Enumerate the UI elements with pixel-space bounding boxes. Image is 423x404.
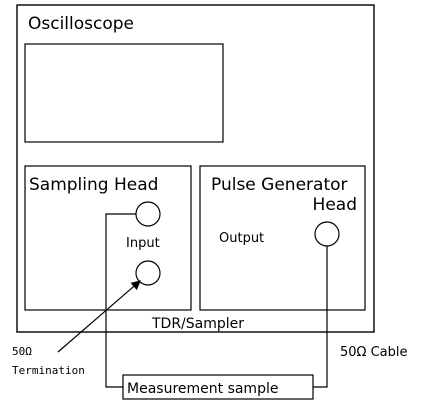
termination-label-line2: Termination — [12, 364, 85, 377]
tdr-sampler-label: TDR/Sampler — [151, 316, 244, 332]
measurement-sample-box — [122, 374, 314, 400]
output-label: Output — [219, 231, 264, 246]
input-label: Input — [126, 236, 160, 251]
cable-label: 50Ω Cable — [340, 345, 408, 360]
termination-arrow — [57, 280, 141, 353]
pulse-generator-label-line1: Pulse Generator — [211, 175, 348, 195]
output-connector — [314, 221, 340, 247]
sampling-head-box — [24, 165, 192, 311]
termination-label-line1: 50Ω — [12, 345, 32, 358]
oscilloscope-screen — [24, 43, 224, 143]
input-connector-bottom — [135, 260, 161, 286]
oscilloscope-label: Oscilloscope — [28, 14, 134, 34]
measurement-sample-label: Measurement sample — [127, 381, 278, 397]
pulse-generator-box — [199, 165, 366, 311]
sampling-head-label: Sampling Head — [29, 175, 158, 195]
input-connector-top — [135, 201, 161, 227]
oscilloscope-frame — [16, 4, 375, 333]
pulse-generator-label-line2: Head — [313, 195, 357, 215]
pulse-cable — [313, 246, 328, 388]
sampler-cable — [105, 213, 136, 388]
